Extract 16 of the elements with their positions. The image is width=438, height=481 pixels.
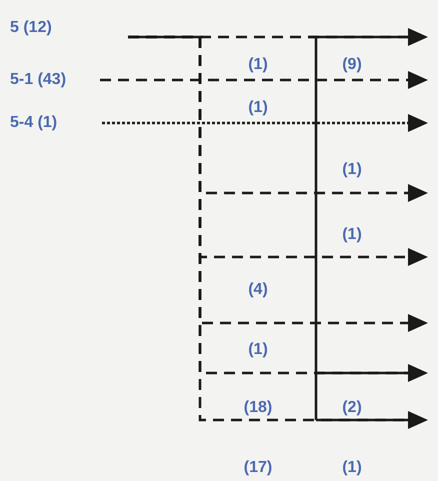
count-label: (18) xyxy=(244,399,272,417)
count-label: (17) xyxy=(244,459,272,477)
count-label: (1) xyxy=(248,56,268,74)
count-label: (4) xyxy=(248,281,268,299)
count-label: (9) xyxy=(342,56,362,74)
node-label: 5-1 (43) xyxy=(10,71,66,88)
arrow xyxy=(100,71,428,89)
count-label: (1) xyxy=(342,161,362,179)
node-label: 5 (12) xyxy=(10,19,52,36)
count-label: (1) xyxy=(248,341,268,359)
count-label: (1) xyxy=(342,226,362,244)
count-label: (1) xyxy=(342,459,362,477)
count-label: (2) xyxy=(342,399,362,417)
arrow xyxy=(102,114,428,132)
node-label: 5-4 (1) xyxy=(10,114,58,131)
count-label: (1) xyxy=(248,99,268,117)
